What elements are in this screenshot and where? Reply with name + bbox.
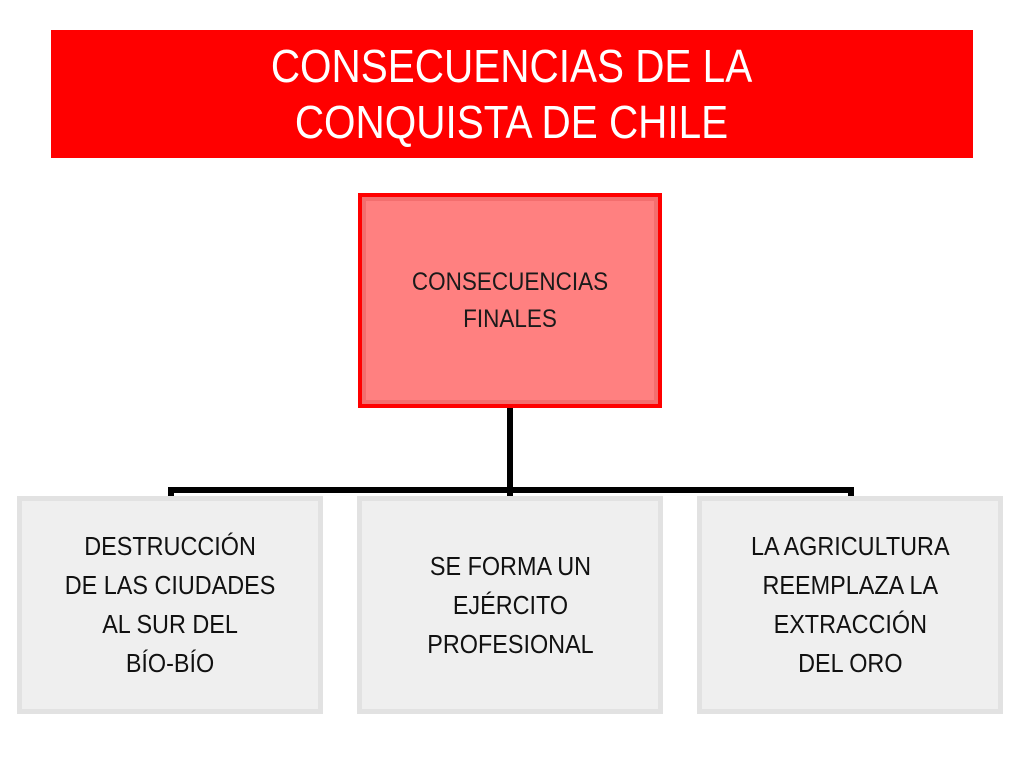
connector-middle-drop [507, 487, 513, 498]
child-node-left: DESTRUCCIÓN DE LAS CIUDADES AL SUR DEL B… [17, 496, 323, 714]
title-banner: CONSECUENCIAS DE LA CONQUISTA DE CHILE [51, 30, 973, 158]
child-node-label: SE FORMA UN EJÉRCITO PROFESIONAL [426, 550, 594, 659]
child-node-label: LA AGRICULTURA REEMPLAZA LA EXTRACCIÓN D… [750, 531, 950, 678]
connector-right-drop [848, 487, 854, 498]
root-node-label: CONSECUENCIAS FINALES [411, 267, 609, 333]
child-node-middle: SE FORMA UN EJÉRCITO PROFESIONAL [357, 496, 663, 714]
root-node: CONSECUENCIAS FINALES [358, 193, 662, 408]
connector-root-vertical [507, 408, 513, 492]
connector-left-drop [168, 487, 174, 498]
page-title: CONSECUENCIAS DE LA CONQUISTA DE CHILE [271, 40, 753, 148]
child-node-label: DESTRUCCIÓN DE LAS CIUDADES AL SUR DEL B… [64, 531, 276, 678]
child-node-right: LA AGRICULTURA REEMPLAZA LA EXTRACCIÓN D… [697, 496, 1003, 714]
